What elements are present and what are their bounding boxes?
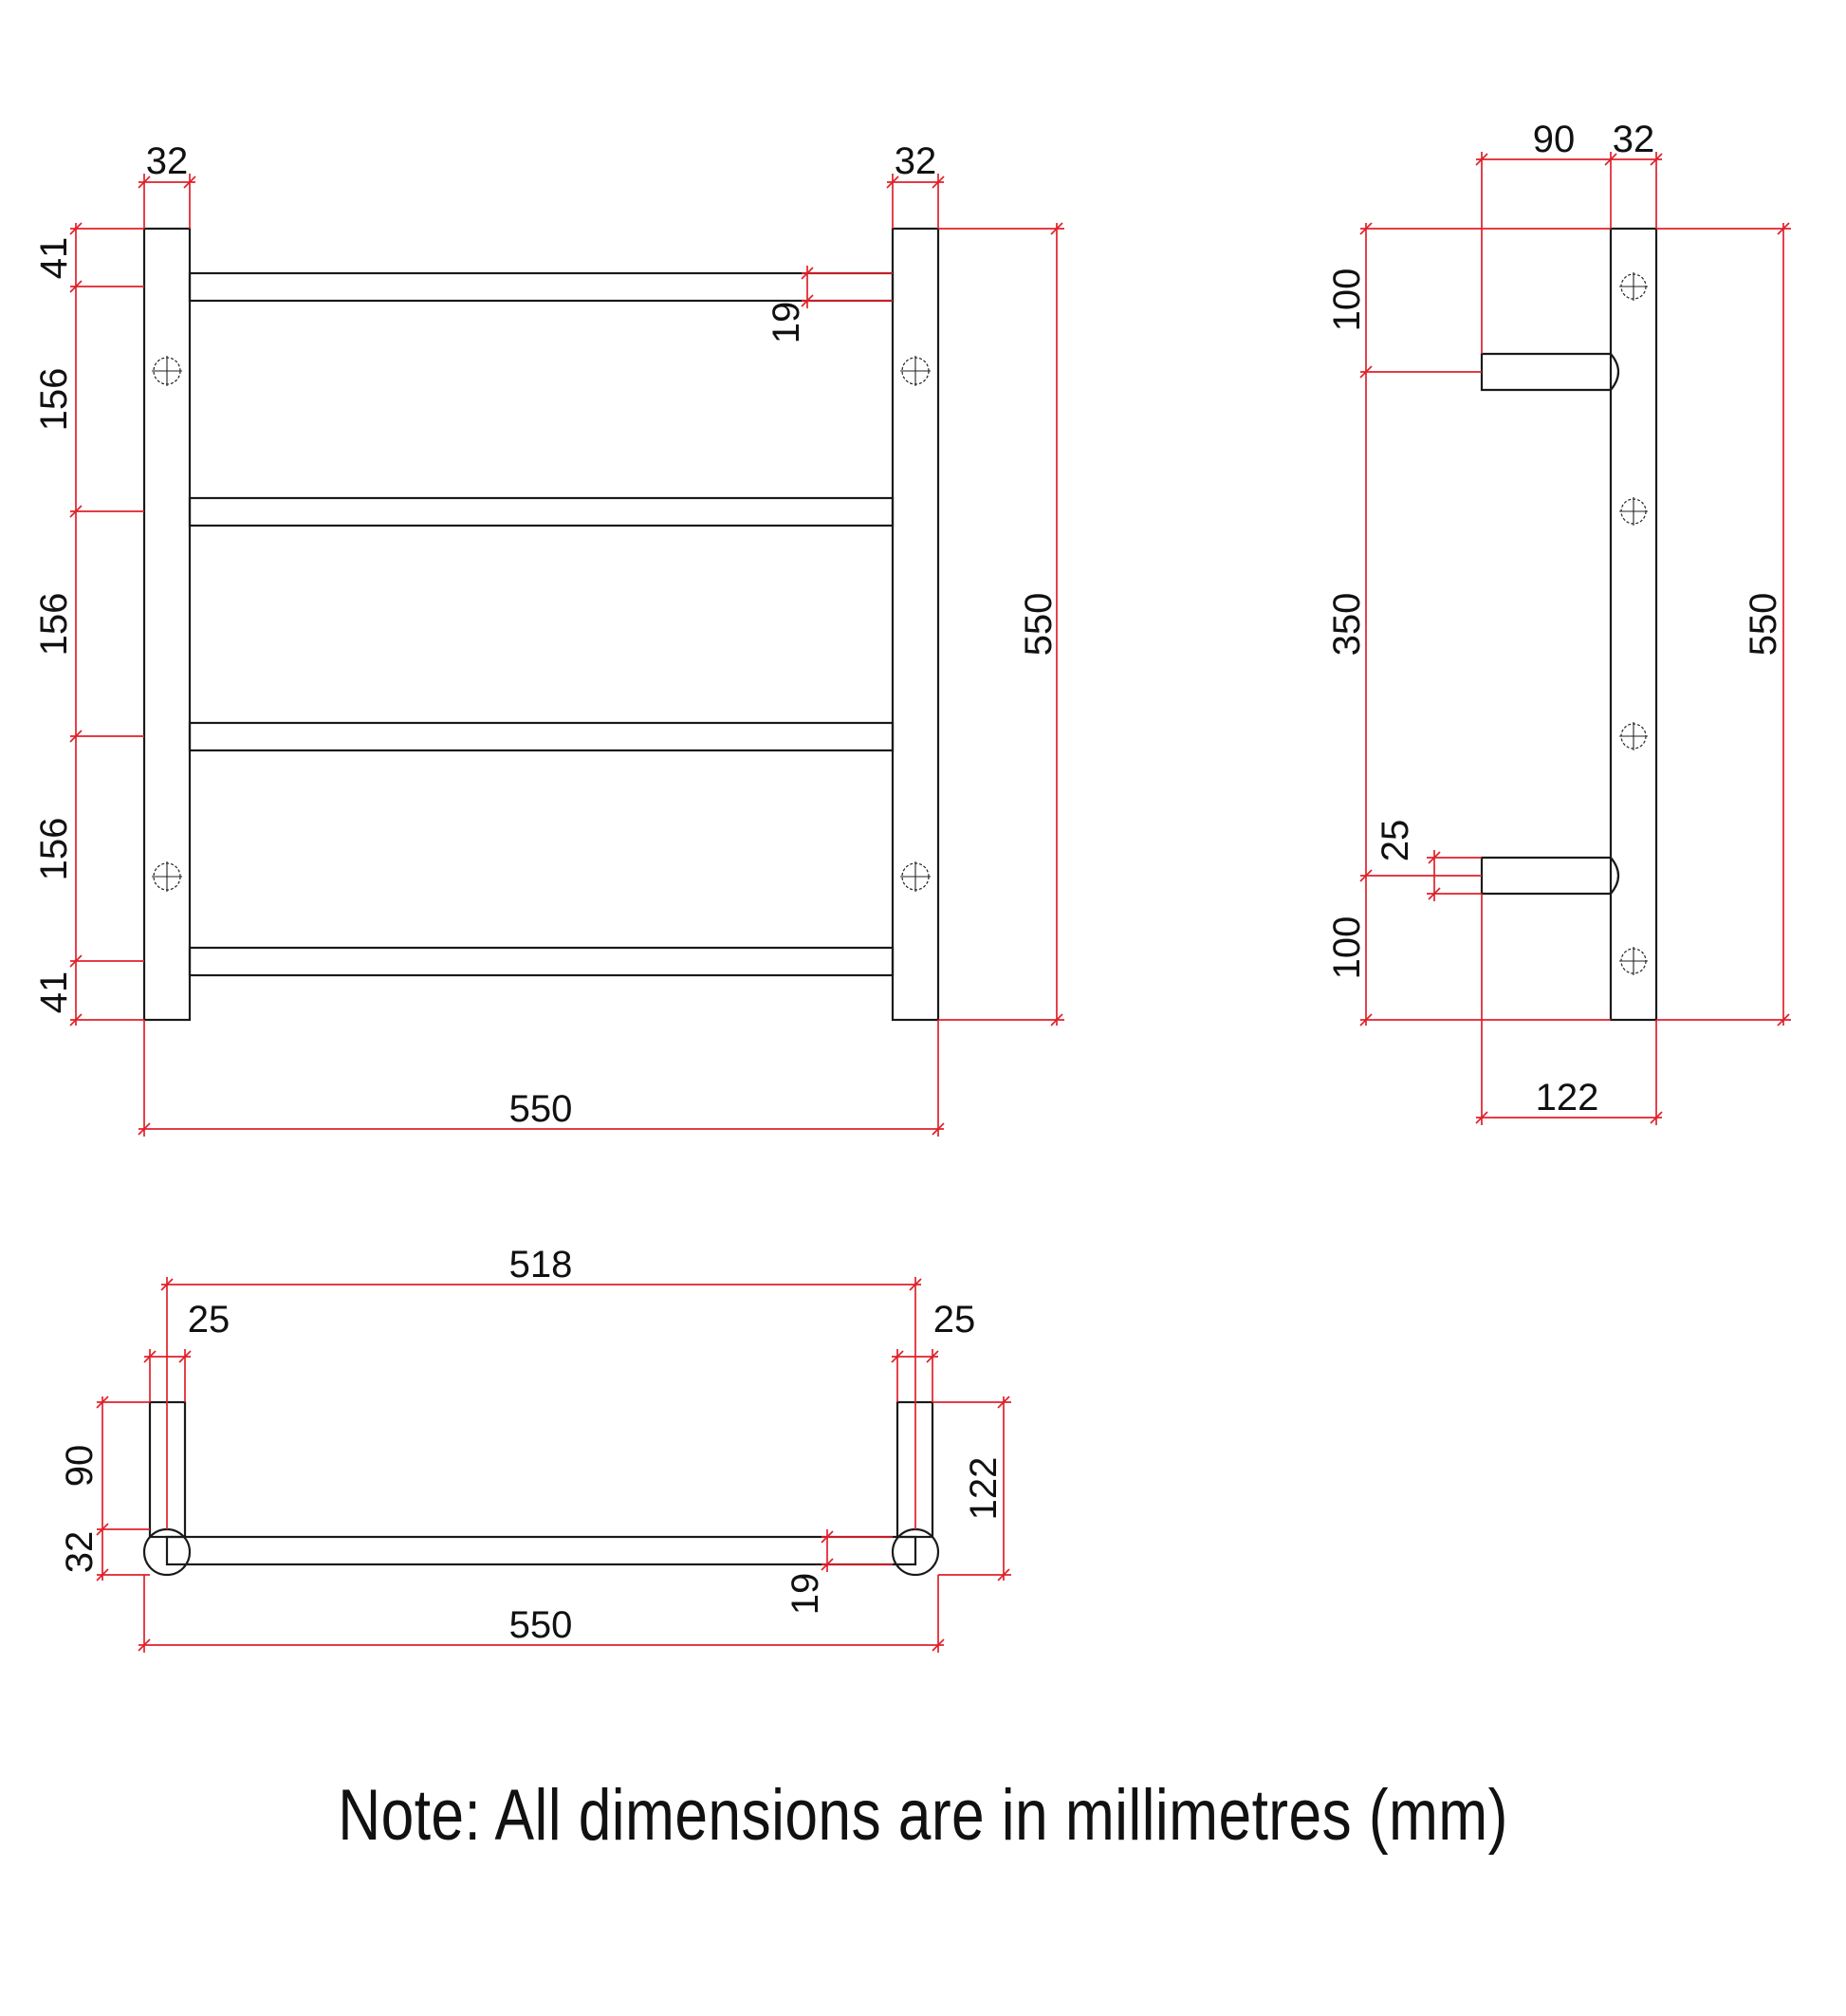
dim-overall-height: 550: [938, 222, 1064, 1026]
svg-text:25: 25: [1375, 820, 1416, 862]
svg-text:156: 156: [33, 593, 75, 657]
dim-bracket-right: 25: [891, 1299, 976, 1402]
svg-text:100: 100: [1326, 916, 1368, 980]
svg-text:550: 550: [1743, 593, 1784, 657]
svg-text:156: 156: [33, 818, 75, 881]
svg-text:32: 32: [146, 140, 189, 182]
dim-bracket-left: 25: [143, 1299, 231, 1402]
rail-4: [188, 946, 895, 977]
side-post: [1609, 227, 1658, 1022]
svg-text:41: 41: [33, 237, 75, 280]
svg-text:25: 25: [933, 1299, 976, 1341]
svg-text:550: 550: [1018, 593, 1060, 657]
right-post: [891, 227, 940, 1022]
dim-top-bar-thickness: 19: [785, 1529, 893, 1615]
top-bar: [165, 1535, 917, 1566]
dim-bar-thickness: 19: [766, 266, 893, 343]
side-view: 90 32 100 350 100 25: [1326, 119, 1791, 1125]
dim-inner-span: 518: [160, 1244, 922, 1529]
mounting-hole-icon: [900, 356, 931, 386]
mounting-hole-icon: [152, 861, 182, 892]
svg-text:19: 19: [785, 1573, 826, 1616]
dim-top-left-chain: 90 32: [59, 1396, 150, 1581]
svg-text:350: 350: [1326, 593, 1368, 657]
svg-text:550: 550: [509, 1088, 573, 1130]
svg-text:41: 41: [33, 971, 75, 1014]
dim-post-width-right: 32: [886, 140, 945, 229]
dim-chain-left: 41 156 156 156 41: [33, 222, 144, 1026]
svg-text:100: 100: [1326, 268, 1368, 332]
rail-1: [188, 271, 895, 303]
left-post: [142, 227, 192, 1022]
svg-text:156: 156: [33, 368, 75, 432]
svg-text:90: 90: [1533, 119, 1576, 160]
dim-side-overall-depth: 122: [1475, 894, 1663, 1125]
dim-side-chain: 100 350 100: [1326, 222, 1611, 1026]
svg-text:90: 90: [59, 1445, 101, 1488]
mounting-hole-icon: [900, 861, 931, 892]
mounting-hole-icon: [1619, 272, 1648, 301]
dim-side-overall-height: 550: [1656, 222, 1791, 1026]
mounting-hole-icon: [152, 356, 182, 386]
mounting-hole-icon: [1619, 722, 1648, 750]
svg-text:32: 32: [895, 140, 937, 182]
bracket-bottom: [1480, 856, 1620, 896]
svg-text:122: 122: [1536, 1077, 1599, 1119]
svg-text:550: 550: [509, 1604, 573, 1646]
svg-text:25: 25: [188, 1299, 231, 1341]
front-view: 32 32 41 156 156 156 41: [33, 140, 1064, 1137]
dim-bracket-thickness: 25: [1375, 820, 1482, 901]
mounting-hole-icon: [1619, 497, 1648, 526]
dim-side-projection: 90 32: [1475, 119, 1663, 354]
dim-post-width-left: 32: [138, 140, 196, 229]
rail-3: [188, 721, 895, 752]
svg-text:32: 32: [1613, 119, 1655, 160]
rail-2: [188, 496, 895, 527]
bracket-top: [1480, 352, 1620, 392]
svg-text:122: 122: [963, 1457, 1005, 1521]
svg-text:518: 518: [509, 1244, 573, 1285]
svg-text:32: 32: [59, 1531, 101, 1574]
dimensions-note: Note: All dimensions are in millimetres …: [338, 1775, 1508, 1856]
mounting-hole-icon: [1619, 947, 1648, 975]
dim-overall-width: 550: [138, 1020, 945, 1137]
dim-top-overall-depth: 122: [932, 1396, 1011, 1581]
top-view: 518 25 25 90 32: [59, 1244, 1011, 1653]
svg-text:19: 19: [766, 302, 807, 344]
dim-top-overall-width: 550: [138, 1575, 945, 1653]
